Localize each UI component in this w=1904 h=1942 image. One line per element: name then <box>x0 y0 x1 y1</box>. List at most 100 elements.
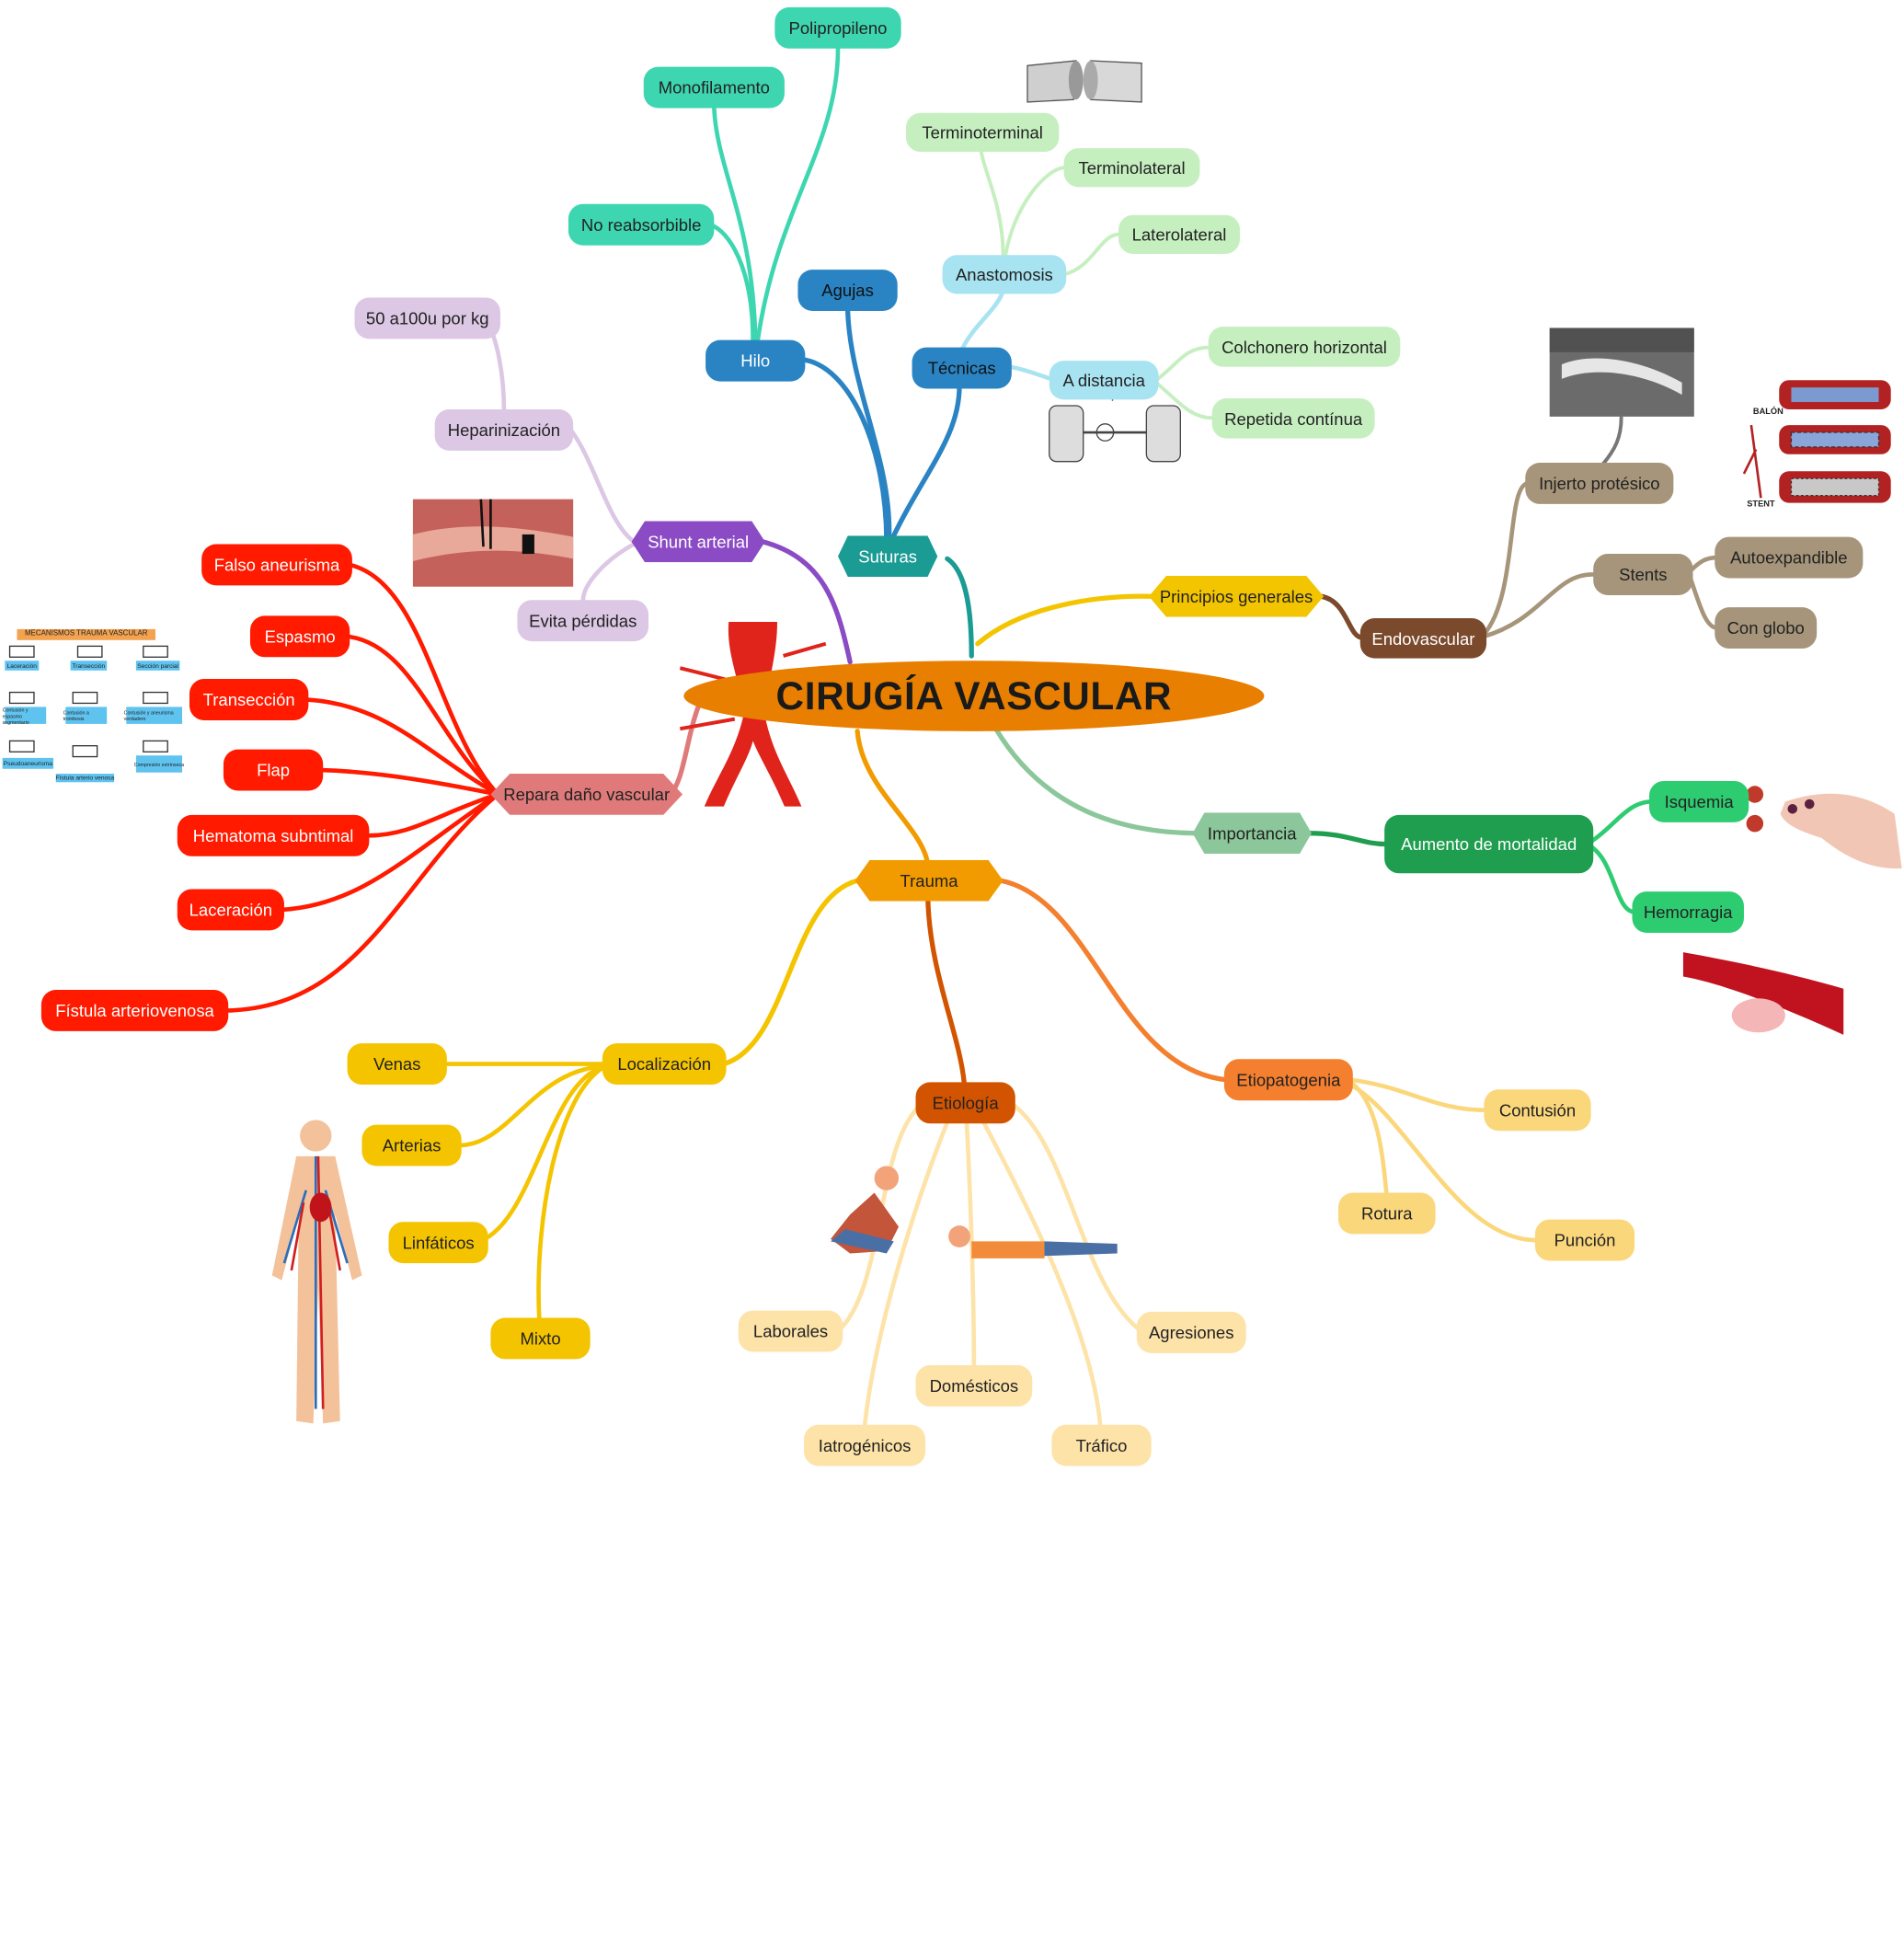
node-evita-perdidas[interactable]: Evita pérdidas <box>517 600 649 642</box>
mecanismo-label: Laceración <box>6 662 37 671</box>
mecanismo-label: Sección parcial <box>137 662 179 671</box>
link-suturas-agujas <box>844 307 892 544</box>
node-principios-generales[interactable]: Principios generales <box>1149 575 1325 617</box>
link-stents-globo <box>1688 576 1720 630</box>
node-dosis-heparina[interactable]: 50 a100u por kg <box>354 297 500 339</box>
link-loc-art <box>456 1063 607 1148</box>
graft-photo-picture <box>1549 327 1694 417</box>
node-espasmo[interactable]: Espasmo <box>249 615 350 658</box>
link-dist-colch <box>1153 345 1211 383</box>
link-anast-tt <box>979 150 1005 258</box>
node-hilo[interactable]: Hilo <box>705 339 806 382</box>
link-dist-rep <box>1153 380 1214 420</box>
node-trauma[interactable]: Trauma <box>855 859 1004 902</box>
node-suturas[interactable]: Suturas <box>838 535 938 578</box>
node-etiologia[interactable]: Etiología <box>915 1082 1015 1124</box>
node-hemorragia[interactable]: Hemorragia <box>1632 891 1744 933</box>
link-endo-stents <box>1482 572 1596 639</box>
node-transeccion[interactable]: Transección <box>189 679 309 720</box>
stent-label-balon: BALÓN <box>1752 407 1784 417</box>
mecanismo-label: Contusión y aneurisma verdadero <box>123 709 174 722</box>
link-trauma-etio <box>925 893 967 1086</box>
link-injerto-img <box>1600 416 1623 466</box>
node-stents[interactable]: Stents <box>1593 554 1693 595</box>
node-tecnicas[interactable]: Técnicas <box>912 347 1012 389</box>
bleeding-vessel-picture <box>1682 952 1844 1035</box>
node-no-reabsorbible[interactable]: No reabsorbible <box>568 203 715 246</box>
link-repara-falso <box>347 562 500 797</box>
link-stents-auto <box>1688 555 1720 573</box>
link-anast-tl <box>1004 166 1066 258</box>
link-repara-lacer <box>279 792 500 913</box>
link-etiopat-pun <box>1348 1082 1538 1243</box>
link-endo-injerto <box>1482 481 1531 637</box>
link-hilo-polip <box>755 46 841 342</box>
link-etio-traf <box>981 1120 1103 1429</box>
node-rotura[interactable]: Rotura <box>1337 1192 1436 1235</box>
node-arterias[interactable]: Arterias <box>361 1124 462 1166</box>
mecanismos-title: MECANISMOS TRAUMA VASCULAR <box>24 630 148 638</box>
link-loc-mixto <box>536 1063 607 1320</box>
node-monofilamento[interactable]: Monofilamento <box>643 66 785 109</box>
node-venas[interactable]: Venas <box>347 1043 447 1086</box>
node-linfaticos[interactable]: Linfáticos <box>388 1222 488 1264</box>
node-autoexpandible[interactable]: Autoexpandible <box>1715 536 1864 579</box>
mecanismo-label: Compresión extrínseca <box>133 761 185 767</box>
node-injerto-protesico[interactable]: Injerto protésico <box>1525 463 1674 504</box>
node-aumento-mortalidad[interactable]: Aumento de mortalidad <box>1384 814 1594 874</box>
link-repara-espasmo <box>345 634 500 797</box>
link-repara-trans <box>304 697 500 797</box>
link-loc-lin <box>474 1063 607 1245</box>
node-agresiones[interactable]: Agresiones <box>1136 1311 1246 1353</box>
node-trafico[interactable]: Tráfico <box>1051 1424 1152 1466</box>
node-flap[interactable]: Flap <box>223 749 324 791</box>
central-topic[interactable]: CIRUGÍA VASCULAR <box>683 661 1265 731</box>
surgery-photo-picture <box>412 499 574 587</box>
mecanismo-label: Contusión a trombosis <box>63 709 89 722</box>
node-con-globo[interactable]: Con globo <box>1715 607 1818 649</box>
node-anastomosis[interactable]: Anastomosis <box>942 255 1067 294</box>
node-colchonero-horizontal[interactable]: Colchonero horizontal <box>1208 327 1401 367</box>
node-mixto[interactable]: Mixto <box>490 1317 591 1360</box>
node-agujas[interactable]: Agujas <box>797 270 898 311</box>
vessel-cylinders-picture <box>1027 60 1142 103</box>
node-importancia[interactable]: Importancia <box>1192 812 1312 855</box>
node-laterolateral[interactable]: Laterolateral <box>1118 214 1241 254</box>
node-falso-aneurisma[interactable]: Falso aneurisma <box>201 544 352 586</box>
node-laborales[interactable]: Laborales <box>738 1310 843 1352</box>
link-shunt-hep <box>568 428 637 545</box>
link-etio-agr <box>1008 1100 1144 1334</box>
node-terminoterminal[interactable]: Terminoterminal <box>905 112 1060 153</box>
node-etiopatogenia[interactable]: Etiopatogenia <box>1223 1059 1353 1101</box>
node-shunt-arterial[interactable]: Shunt arterial <box>631 521 765 563</box>
node-fistula-arteriovenosa[interactable]: Fístula arteriovenosa <box>40 990 229 1031</box>
node-domesticos[interactable]: Domésticos <box>915 1365 1033 1407</box>
node-localizacion[interactable]: Localización <box>602 1043 727 1086</box>
node-repara-dano-vascular[interactable]: Repara daño vascular <box>490 774 683 815</box>
link-trauma-etiopat <box>998 878 1230 1083</box>
stent-diagram-picture <box>1742 380 1891 503</box>
link-shunt-evita <box>580 542 637 603</box>
node-iatrogenicos[interactable]: Iatrogénicos <box>804 1424 926 1466</box>
link-center-suturas <box>945 556 974 659</box>
link-repara-hema <box>364 792 500 838</box>
node-repetida-continua[interactable]: Repetida contínua <box>1211 398 1375 439</box>
node-laceracion[interactable]: Laceración <box>177 889 284 931</box>
link-center-principios <box>975 593 1154 647</box>
human-vascular-system-picture <box>271 1120 362 1424</box>
node-terminolateral[interactable]: Terminolateral <box>1063 148 1200 188</box>
node-isquemia[interactable]: Isquemia <box>1648 780 1749 822</box>
node-a-distancia[interactable]: A distancia <box>1049 361 1159 400</box>
mecanismo-label: Fístula arterio venosa <box>55 774 115 782</box>
node-hematoma-subntimal[interactable]: Hematoma subntimal <box>177 814 370 856</box>
connector-layer <box>2 46 1902 1429</box>
link-etio-iat <box>862 1120 950 1429</box>
node-endovascular[interactable]: Endovascular <box>1359 618 1487 659</box>
node-puncion[interactable]: Punción <box>1534 1219 1635 1261</box>
link-principios-endo <box>1318 593 1366 640</box>
node-polipropileno[interactable]: Polipropileno <box>774 6 901 49</box>
link-suturas-hilo <box>798 357 889 544</box>
node-heparinizacion[interactable]: Heparinización <box>434 408 574 451</box>
link-trauma-loc <box>721 878 860 1067</box>
node-contusion[interactable]: Contusión <box>1484 1089 1591 1132</box>
